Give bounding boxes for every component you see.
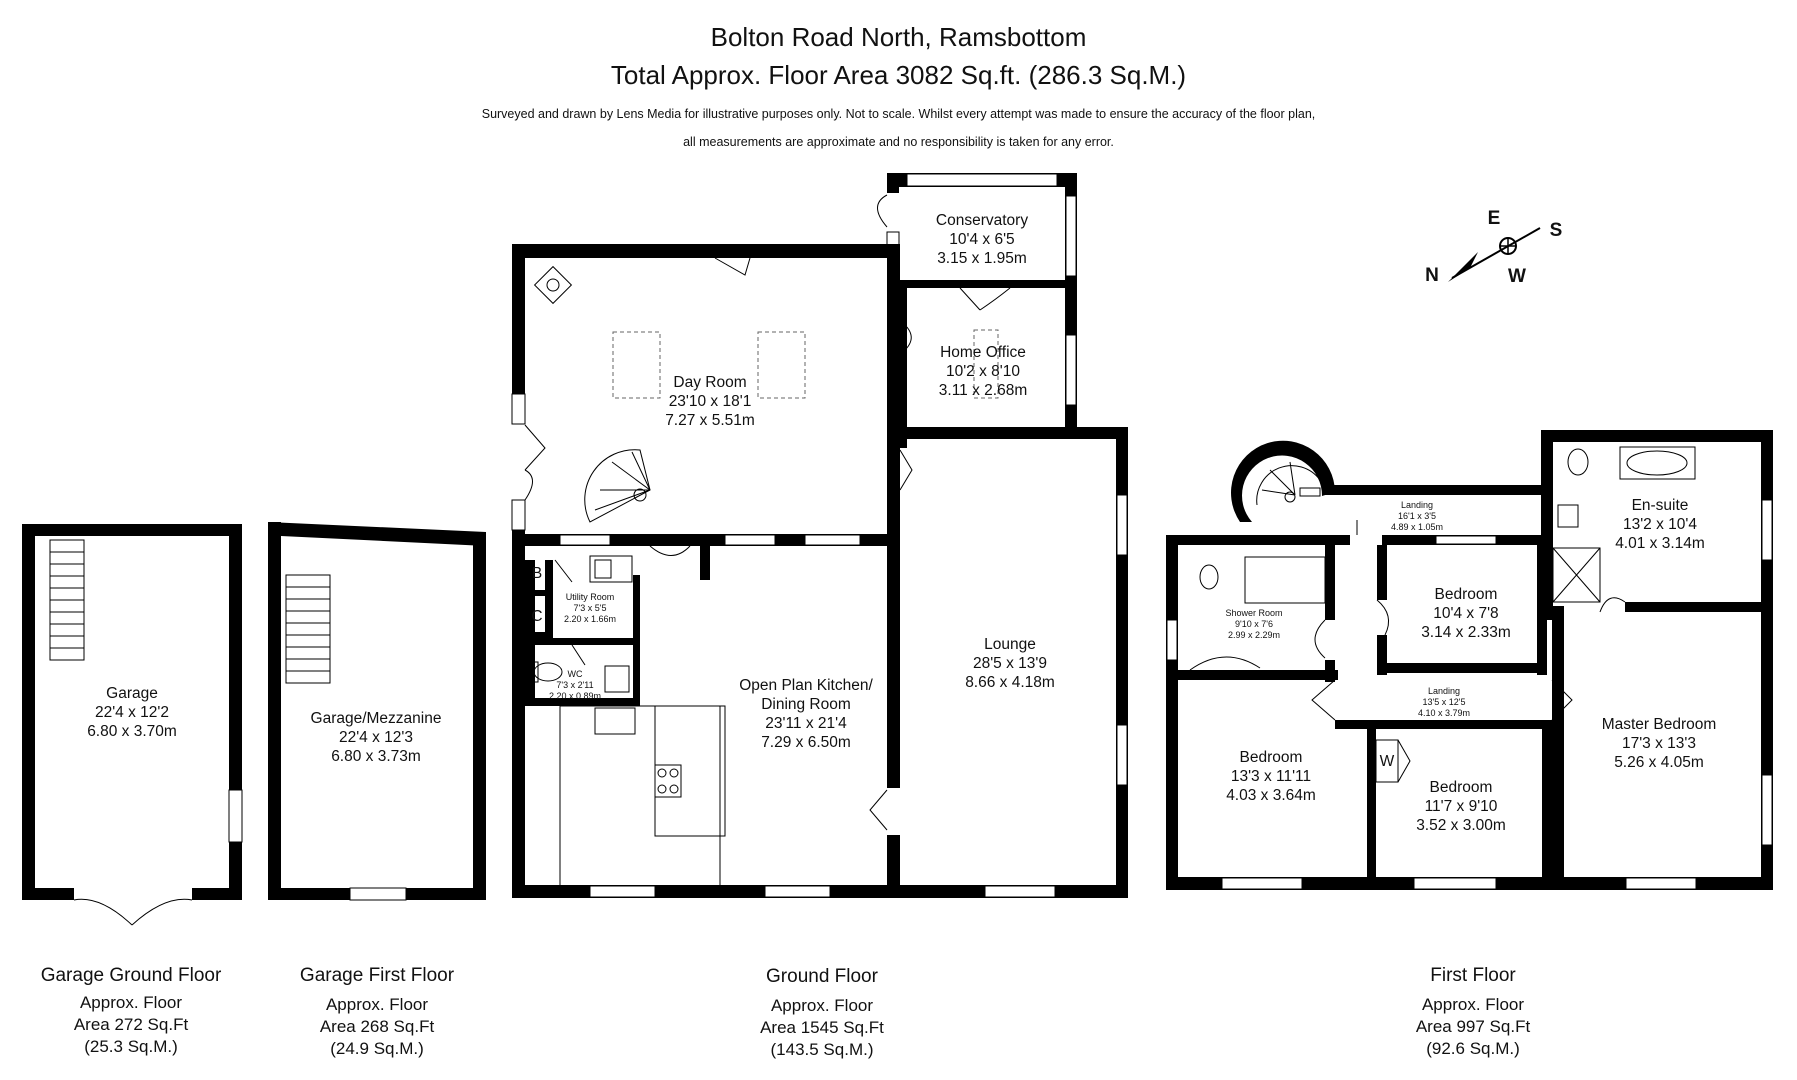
floor-area-garage-first-2: Area 268 Sq.Ft: [320, 1017, 435, 1036]
shower-room-imperial: 9'10 x 7'6: [1235, 619, 1273, 629]
ensuite-name: En-suite: [1632, 497, 1689, 514]
disclaimer-line-1: Surveyed and drawn by Lens Media for ill…: [481, 107, 1316, 121]
garage-first-floor-plan: [268, 522, 486, 901]
master-bedroom-metric: 5.26 x 4.05m: [1614, 754, 1704, 771]
day-room-name: Day Room: [673, 374, 746, 391]
kitchen-imperial: 23'11 x 21'4: [765, 715, 847, 732]
bedroom-small-imperial: 10'4 x 7'8: [1433, 605, 1498, 622]
compass-w: W: [1508, 266, 1526, 287]
staircase-icon: [49, 539, 85, 661]
kitchen-name-line-1: Open Plan Kitchen/: [739, 677, 873, 694]
floor-area-garage-first-1: Approx. Floor: [326, 995, 428, 1014]
landing-top-imperial: 16'1 x 3'5: [1398, 511, 1436, 521]
bedroom-left-imperial: 13'3 x 11'11: [1231, 768, 1311, 785]
spiral-staircase-icon: [584, 449, 651, 523]
landing-top-metric: 4.89 x 1.05m: [1391, 522, 1443, 532]
lounge-name: Lounge: [984, 636, 1036, 653]
bedroom-mid-imperial: 11'7 x 9'10: [1425, 798, 1498, 815]
utility-metric: 2.20 x 1.66m: [564, 614, 616, 624]
bedroom-left-metric: 4.03 x 3.64m: [1226, 787, 1316, 804]
bedroom-mid-name: Bedroom: [1430, 779, 1493, 796]
floor-area-first-1: Approx. Floor: [1422, 995, 1524, 1014]
landing-top-name: Landing: [1401, 500, 1433, 510]
home-office-name: Home Office: [940, 344, 1026, 361]
floor-caption-first: First Floor: [1430, 965, 1516, 986]
compass-icon: N E S W: [1425, 208, 1562, 287]
kitchen-name-line-2: Dining Room: [761, 696, 851, 713]
floor-caption-ground: Ground Floor: [766, 966, 879, 987]
bedroom-mid-metric: 3.52 x 3.00m: [1416, 817, 1506, 834]
home-office-imperial: 10'2 x 8'10: [946, 363, 1020, 380]
home-office-metric: 3.11 x 2.68m: [939, 382, 1027, 399]
compass-n: N: [1425, 265, 1439, 286]
landing-mid-name: Landing: [1428, 686, 1460, 696]
utility-name: Utility Room: [566, 592, 615, 602]
day-room-metric: 7.27 x 5.51m: [665, 412, 755, 429]
landing-mid-metric: 4.10 x 3.79m: [1418, 708, 1470, 718]
floor-area-ground-3: (143.5 Sq.M.): [771, 1040, 874, 1059]
day-room-imperial: 23'10 x 18'1: [669, 393, 752, 410]
conservatory-metric: 3.15 x 1.95m: [937, 250, 1027, 267]
total-floor-area: Total Approx. Floor Area 3082 Sq.ft. (28…: [610, 60, 1187, 90]
bedroom-small-metric: 3.14 x 2.33m: [1421, 624, 1511, 641]
disclaimer-line-2: all measurements are approximate and no …: [683, 135, 1114, 149]
stove-icon: [533, 265, 573, 305]
garage-metric: 6.80 x 3.70m: [87, 723, 177, 740]
landing-mid-imperial: 13'5 x 12'5: [1423, 697, 1466, 707]
floor-area-first-2: Area 997 Sq.Ft: [1416, 1017, 1531, 1036]
kitchen-metric: 7.29 x 6.50m: [761, 734, 851, 751]
conservatory-imperial: 10'4 x 6'5: [949, 231, 1014, 248]
floor-area-first-3: (92.6 Sq.M.): [1426, 1039, 1520, 1058]
floor-area-garage-ground-3: (25.3 Sq.M.): [84, 1037, 178, 1056]
ensuite-metric: 4.01 x 3.14m: [1615, 535, 1705, 552]
ensuite-imperial: 13'2 x 10'4: [1623, 516, 1697, 533]
garage-imperial: 22'4 x 12'2: [95, 704, 169, 721]
garage-ground-floor-plan: [22, 524, 243, 926]
garage-mezz-imperial: 22'4 x 12'3: [339, 729, 413, 746]
floor-area-ground-1: Approx. Floor: [771, 996, 873, 1015]
wardrobe-label: W: [1380, 753, 1395, 770]
cupboard-label: C: [531, 608, 542, 625]
header: Bolton Road North, Ramsbottom Total Appr…: [0, 18, 1797, 150]
master-bedroom-name: Master Bedroom: [1602, 716, 1717, 733]
shower-room-metric: 2.99 x 2.29m: [1228, 630, 1280, 640]
lounge-metric: 8.66 x 4.18m: [965, 674, 1055, 691]
floor-area-garage-ground-2: Area 272 Sq.Ft: [74, 1015, 189, 1034]
bedroom-left-name: Bedroom: [1240, 749, 1303, 766]
staircase-icon: [285, 574, 331, 684]
compass-e: E: [1488, 208, 1501, 229]
garage-mezz-metric: 6.80 x 3.73m: [331, 748, 421, 765]
garage-name: Garage: [106, 685, 158, 702]
floor-area-ground-2: Area 1545 Sq.Ft: [760, 1018, 884, 1037]
property-title: Bolton Road North, Ramsbottom: [710, 22, 1087, 52]
spiral-staircase-icon: [1256, 461, 1321, 506]
compass-s: S: [1550, 220, 1563, 241]
first-floor-plan: [1166, 430, 1773, 890]
floor-area-garage-first-3: (24.9 Sq.M.): [330, 1039, 424, 1058]
garage-mezz-name: Garage/Mezzanine: [311, 710, 442, 727]
utility-imperial: 7'3 x 5'5: [574, 603, 607, 613]
bedroom-small-name: Bedroom: [1435, 586, 1498, 603]
floor-caption-garage-ground: Garage Ground Floor: [41, 965, 222, 986]
floor-area-garage-ground-1: Approx. Floor: [80, 993, 182, 1012]
floor-caption-garage-first: Garage First Floor: [300, 965, 455, 986]
wc-imperial: 7'3 x 2'11: [556, 680, 593, 690]
wc-metric: 2.20 x 0.89m: [549, 691, 601, 701]
master-bedroom-imperial: 17'3 x 13'3: [1622, 735, 1696, 752]
boiler-label: B: [532, 565, 542, 582]
conservatory-name: Conservatory: [936, 212, 1028, 229]
shower-room-name: Shower Room: [1225, 608, 1282, 618]
ground-floor-plan: [511, 173, 1128, 898]
lounge-imperial: 28'5 x 13'9: [973, 655, 1047, 672]
wc-name: WC: [568, 669, 583, 679]
